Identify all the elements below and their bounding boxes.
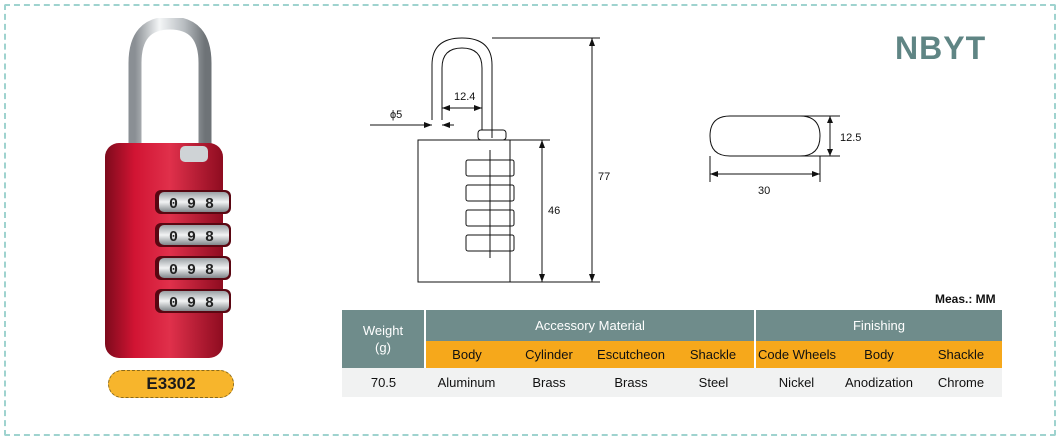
padlock-image: 0 9 8 0 9 8 0 9 8 0 9 8 — [105, 18, 231, 358]
column-header: Escutcheon — [590, 340, 672, 368]
dashed-frame — [4, 4, 1056, 436]
dim-shackle-diameter: ϕ5 — [390, 109, 402, 121]
brand-logo: NBYT — [895, 30, 987, 66]
table-cell: Anodization — [838, 368, 920, 397]
column-header: Shackle — [672, 340, 755, 368]
wheel-digit: 8 — [205, 196, 214, 213]
accessory-material-header: Accessory Material — [424, 310, 755, 341]
wheel-digit: 9 — [187, 196, 196, 213]
table-cell: Chrome — [920, 368, 1002, 397]
table-cell: Steel — [672, 368, 755, 397]
finishing-header: Finishing — [754, 310, 1002, 341]
weight-value: 70.5 — [342, 368, 425, 397]
column-header: Code Wheels — [754, 340, 838, 368]
wheel-digit: 9 — [187, 229, 196, 246]
dim-overall-height: 77 — [598, 171, 610, 183]
model-badge: E3302 — [108, 370, 234, 398]
weight-header-unit: (g) — [375, 340, 391, 355]
weight-header: Weight (g) — [342, 310, 425, 368]
wheel-digit: 8 — [205, 295, 214, 312]
wheel-digit: 0 — [169, 262, 178, 279]
column-header: Body — [838, 340, 920, 368]
table-cell: Brass — [590, 368, 672, 397]
column-header: Body — [424, 340, 508, 368]
wheel-digit: 8 — [205, 262, 214, 279]
wheel-digit: 9 — [187, 295, 196, 312]
column-header: Shackle — [920, 340, 1002, 368]
table-cell: Brass — [508, 368, 590, 397]
dim-shackle-width: 12.4 — [454, 91, 475, 103]
wheel-digit: 0 — [169, 229, 178, 246]
dimension-drawing: 12.4 ϕ5 77 46 — [370, 37, 610, 283]
spec-table: Weight (g) Accessory Material Finishing … — [342, 310, 1002, 397]
wheel-digit: 0 — [169, 196, 178, 213]
column-header: Cylinder — [508, 340, 590, 368]
shackle-section-drawing: 12.5 30 — [709, 115, 861, 197]
dim-section-height: 12.5 — [840, 132, 861, 144]
wheel-digit: 8 — [205, 229, 214, 246]
wheel-digit: 0 — [169, 295, 178, 312]
dim-section-width: 30 — [758, 185, 770, 197]
dim-body-height: 46 — [548, 205, 560, 217]
table-cell: Nickel — [755, 368, 838, 397]
table-cell: Aluminum — [425, 368, 508, 397]
weight-header-label: Weight — [362, 323, 404, 338]
measurement-unit-note: Meas.: MM — [935, 292, 996, 306]
wheel-digit: 9 — [187, 262, 196, 279]
